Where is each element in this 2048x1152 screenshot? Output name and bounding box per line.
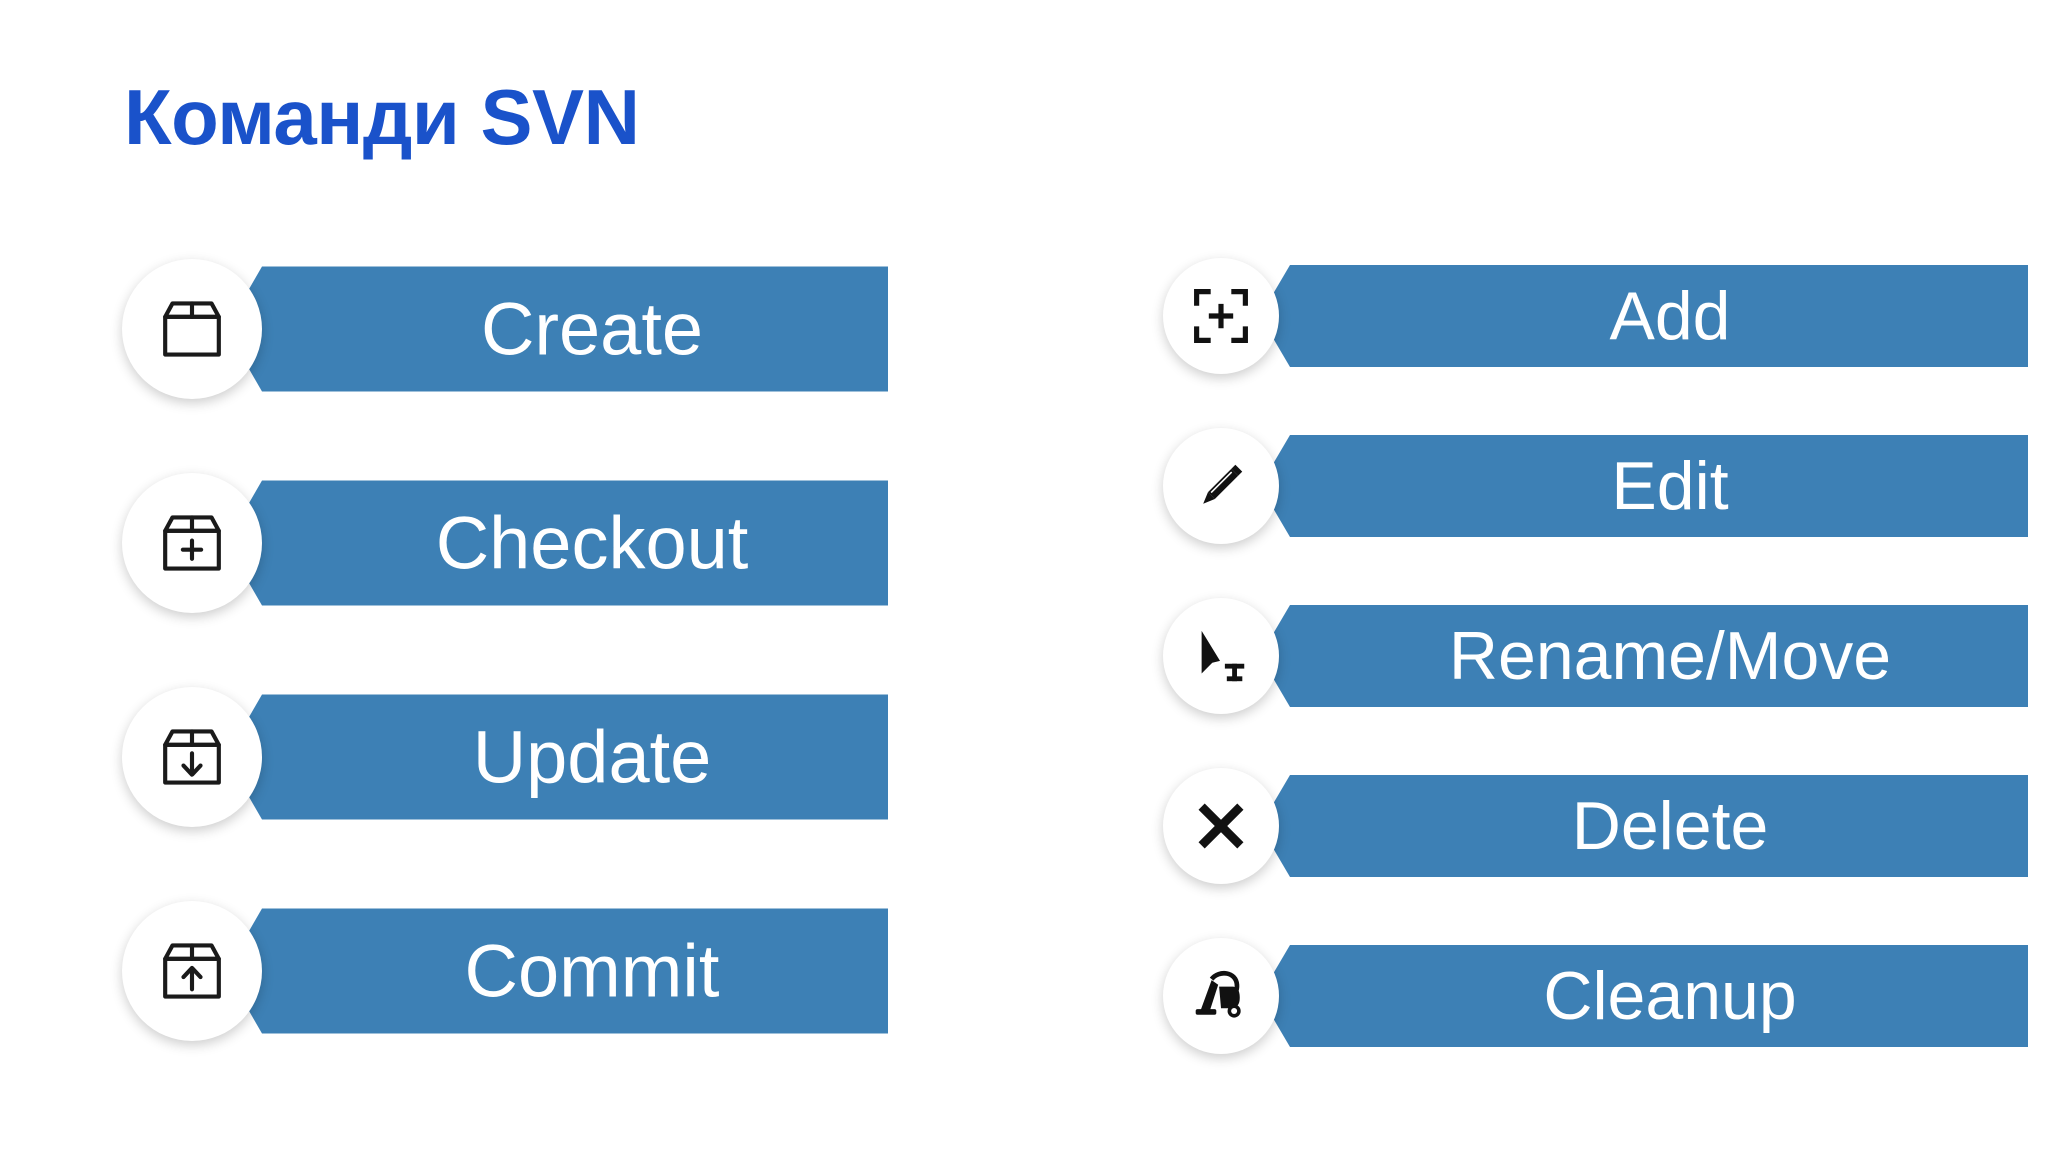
cursor-text-icon xyxy=(1163,598,1279,714)
crop-plus-icon xyxy=(1163,258,1279,374)
list-item[interactable]: Checkout xyxy=(122,462,888,624)
command-list-left: Create Checkout xyxy=(122,248,888,1104)
list-item[interactable]: Update xyxy=(122,676,888,838)
list-item[interactable]: Create xyxy=(122,248,888,410)
vacuum-icon xyxy=(1163,938,1279,1054)
command-bar-checkout[interactable]: Checkout xyxy=(226,480,888,606)
list-item[interactable]: Cleanup xyxy=(1163,928,2028,1064)
command-label: Cleanup xyxy=(1543,958,1797,1034)
close-x-icon xyxy=(1163,768,1279,884)
list-item[interactable]: Add xyxy=(1163,248,2028,384)
command-bar-edit[interactable]: Edit xyxy=(1260,435,2028,537)
page-title: Команди SVN xyxy=(124,73,640,161)
command-label: Checkout xyxy=(435,501,749,584)
pencil-icon xyxy=(1163,428,1279,544)
command-label: Update xyxy=(472,715,712,798)
list-item[interactable]: Rename/Move xyxy=(1163,588,2028,724)
command-list-right: Add Edit xyxy=(1163,248,2028,1098)
box-icon xyxy=(122,259,262,399)
command-bar-rename-move[interactable]: Rename/Move xyxy=(1260,605,2028,707)
command-label: Create xyxy=(480,287,704,370)
command-bar-cleanup[interactable]: Cleanup xyxy=(1260,945,2028,1047)
command-label: Edit xyxy=(1611,448,1729,524)
command-label: Delete xyxy=(1571,788,1769,864)
box-arrow-up-icon xyxy=(122,901,262,1041)
box-arrow-down-icon xyxy=(122,687,262,827)
command-bar-create[interactable]: Create xyxy=(226,266,888,392)
command-label: Add xyxy=(1609,278,1731,354)
command-label: Commit xyxy=(464,929,720,1012)
list-item[interactable]: Edit xyxy=(1163,418,2028,554)
box-plus-icon xyxy=(122,473,262,613)
command-bar-add[interactable]: Add xyxy=(1260,265,2028,367)
command-bar-commit[interactable]: Commit xyxy=(226,908,888,1034)
command-bar-update[interactable]: Update xyxy=(226,694,888,820)
list-item[interactable]: Delete xyxy=(1163,758,2028,894)
list-item[interactable]: Commit xyxy=(122,890,888,1052)
command-label: Rename/Move xyxy=(1448,618,1892,694)
command-bar-delete[interactable]: Delete xyxy=(1260,775,2028,877)
